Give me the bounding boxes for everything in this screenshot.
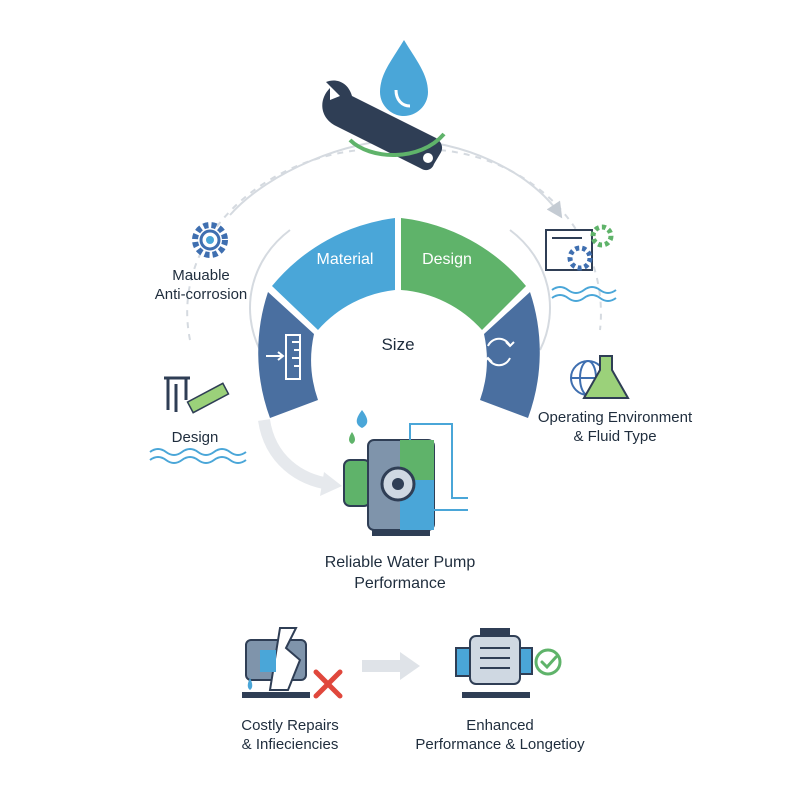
outcome-good-line2: Performance & Longetioy [415, 736, 585, 753]
water-pump-icon [258, 410, 468, 536]
material-feature-line1: Mauable [172, 267, 230, 284]
water-pump-icon [455, 628, 533, 698]
segment-material [272, 218, 395, 330]
environment-line2: & Fluid Type [573, 428, 657, 445]
water-drop-icon [348, 40, 446, 157]
segment-size-left [258, 292, 318, 418]
flask-icon [582, 355, 630, 399]
outcome-bad-line2: & Infieciencies [241, 736, 339, 753]
cycle-arrows-icon [483, 337, 515, 367]
ruler-icon [266, 334, 301, 380]
material-feature-label: Mauable Anti-corrosion [146, 266, 256, 304]
design-feature-label: Design [171, 429, 219, 446]
outcome-good-label: Enhanced Performance & Longetioy [400, 716, 600, 754]
wrench-icon [322, 80, 443, 171]
segment-design [401, 218, 526, 330]
blueprint-gear-icon [545, 224, 614, 271]
arc-diagram: Material Design Size [258, 218, 540, 418]
pump-title: Reliable Water Pump Performance [300, 552, 500, 594]
segment-size-right [480, 292, 540, 418]
size-label: Size [381, 335, 414, 354]
pump-title-line2: Performance [354, 575, 446, 592]
environment-feature-label: Operating Environment & Fluid Type [522, 408, 708, 446]
wave-icon [149, 448, 247, 464]
check-icon [534, 648, 562, 676]
pump-title-line1: Reliable Water Pump [324, 554, 476, 571]
gear-icon [192, 222, 228, 258]
environment-line1: Operating Environment [537, 409, 693, 426]
arrow-right-icon [362, 652, 420, 680]
outcome-bad-line1: Costly Repairs [241, 717, 339, 734]
material-feature-line2: Anti-corrosion [154, 286, 248, 303]
outcome-bad-label: Costly Repairs & Infieciencies [220, 716, 360, 754]
ruler-icon [186, 382, 230, 414]
broken-pump-icon [242, 627, 310, 698]
wave-icon [551, 286, 617, 302]
outcome-good-line1: Enhanced [466, 717, 534, 734]
red-x-icon [313, 669, 343, 699]
calipers-icon [164, 376, 190, 412]
segment-design-label: Design [422, 251, 472, 268]
segment-material-label: Material [317, 251, 374, 268]
